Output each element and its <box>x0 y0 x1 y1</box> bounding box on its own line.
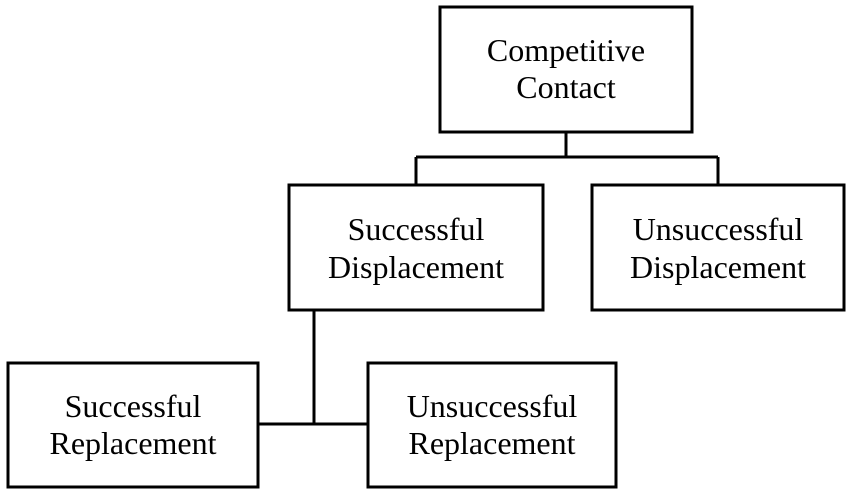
node-box <box>6 361 260 489</box>
connectors <box>258 132 720 426</box>
node-successful-displacement: Successful Displacement <box>287 183 545 312</box>
node-label-line2: Replacement <box>49 425 216 461</box>
node-box <box>590 183 846 312</box>
node-label-line1: Unsuccessful <box>633 211 804 247</box>
node-label-line2: Displacement <box>328 249 504 285</box>
node-unsuccessful-replacement: Unsuccessful Replacement <box>366 361 618 489</box>
node-box <box>366 361 618 489</box>
node-competitive-contact: Competitive Contact <box>438 5 694 134</box>
node-label-line1: Successful <box>65 388 202 424</box>
node-label-line2: Displacement <box>630 249 806 285</box>
node-label-line1: Unsuccessful <box>407 388 578 424</box>
node-unsuccessful-displacement: Unsuccessful Displacement <box>590 183 846 312</box>
node-label-line2: Contact <box>516 69 616 105</box>
node-label-line2: Replacement <box>408 425 575 461</box>
node-successful-replacement: Successful Replacement <box>6 361 260 489</box>
node-box <box>287 183 545 312</box>
node-label-line1: Successful <box>348 211 485 247</box>
node-label-line1: Competitive <box>487 32 645 68</box>
node-box <box>438 5 694 134</box>
